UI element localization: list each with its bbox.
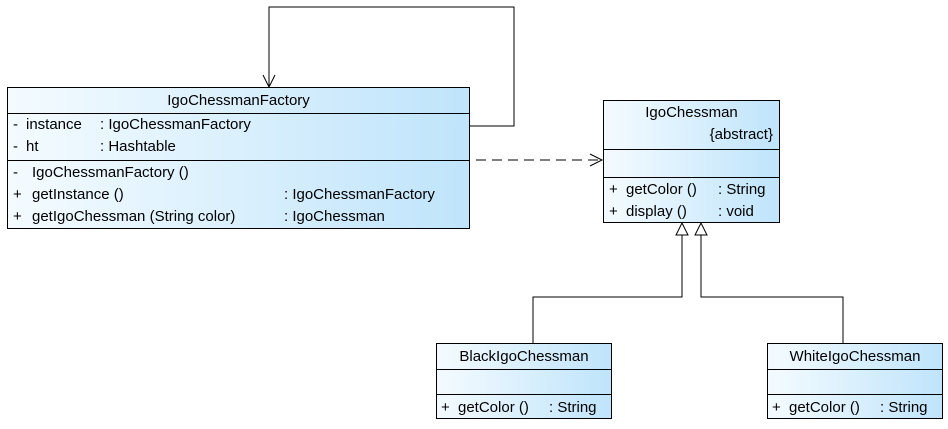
- attribute-name: instance: [26, 116, 82, 133]
- white-igochessman-class-name: WhiteIgoChessman: [768, 344, 942, 370]
- black-igochessman-operations: + getColor () : String: [437, 395, 611, 419]
- visibility-marker: -: [13, 164, 18, 181]
- generalization-line-black: [532, 235, 683, 343]
- igochessman-header: IgoChessman {abstract}: [604, 101, 779, 150]
- visibility-marker: +: [441, 399, 450, 416]
- operation-type: : String: [880, 399, 928, 416]
- operation-name: getColor (): [458, 399, 529, 416]
- visibility-marker: +: [772, 399, 781, 416]
- visibility-marker: +: [609, 203, 618, 220]
- visibility-marker: -: [13, 116, 18, 133]
- operation-type: : IgoChessman: [284, 208, 385, 225]
- operation-name: getIgoChessman (String color): [32, 208, 236, 225]
- white-igochessman-attributes: [768, 370, 942, 395]
- igochessman-operations: + getColor () : String + display () : vo…: [604, 178, 779, 223]
- factory-attribute-row: - ht : Hashtable: [8, 136, 469, 158]
- igochessman-operation-row: + display () : void: [604, 201, 779, 223]
- attribute-type: : IgoChessmanFactory: [100, 116, 251, 133]
- operation-name: IgoChessmanFactory (): [32, 164, 189, 181]
- black-igochessman-class-name: BlackIgoChessman: [437, 344, 611, 370]
- black-igochessman-class-box: BlackIgoChessman + getColor () : String: [436, 343, 612, 419]
- igochessman-operation-row: + getColor () : String: [604, 179, 779, 201]
- generalization-triangle-white: [694, 221, 708, 236]
- white-igochessman-operations: + getColor () : String: [768, 395, 942, 419]
- visibility-marker: -: [13, 138, 18, 155]
- factory-operations: - IgoChessmanFactory () + getInstance ()…: [8, 161, 469, 228]
- attribute-name: ht: [26, 138, 39, 155]
- igochessman-class-box: IgoChessman {abstract} + getColor () : S…: [603, 100, 780, 223]
- visibility-marker: +: [13, 208, 22, 225]
- operation-name: display (): [626, 203, 687, 220]
- white-igochessman-class-box: WhiteIgoChessman + getColor () : String: [767, 343, 943, 419]
- operation-type: : void: [718, 203, 754, 220]
- self-association-line: [268, 6, 515, 127]
- operation-type: : IgoChessmanFactory: [284, 186, 435, 203]
- operation-name: getColor (): [626, 181, 697, 198]
- factory-attributes: - instance : IgoChessmanFactory - ht : H…: [8, 114, 469, 161]
- factory-class-name: IgoChessmanFactory: [8, 88, 469, 114]
- white-igochessman-operation-row: + getColor () : String: [768, 397, 942, 419]
- attribute-type: : Hashtable: [100, 138, 176, 155]
- igochessman-class-name: IgoChessman: [645, 104, 738, 121]
- visibility-marker: +: [13, 186, 22, 203]
- operation-type: : String: [718, 181, 766, 198]
- abstract-stereotype: {abstract}: [709, 126, 773, 143]
- generalization-triangle-black: [675, 221, 689, 236]
- operation-name: getInstance (): [32, 186, 124, 203]
- factory-attribute-row: - instance : IgoChessmanFactory: [8, 114, 469, 136]
- operation-name: getColor (): [789, 399, 860, 416]
- generalization-line-white: [700, 235, 844, 343]
- factory-class-box: IgoChessmanFactory - instance : IgoChess…: [7, 87, 470, 229]
- dependency-arrowhead: [589, 153, 604, 167]
- factory-operation-row: - IgoChessmanFactory (): [8, 162, 469, 184]
- factory-operation-row: + getIgoChessman (String color) : IgoChe…: [8, 206, 469, 228]
- black-igochessman-attributes: [437, 370, 611, 395]
- operation-type: : String: [549, 399, 597, 416]
- factory-operation-row: + getInstance () : IgoChessmanFactory: [8, 184, 469, 206]
- visibility-marker: +: [609, 181, 618, 198]
- igochessman-attributes: [604, 150, 779, 178]
- black-igochessman-operation-row: + getColor () : String: [437, 397, 611, 419]
